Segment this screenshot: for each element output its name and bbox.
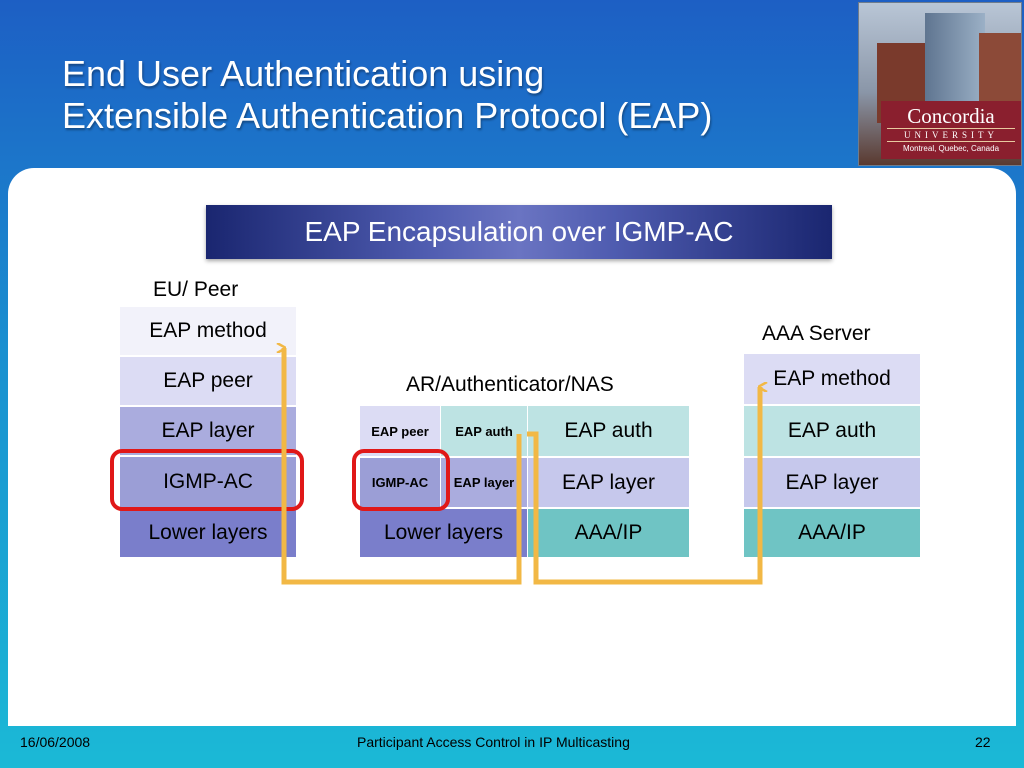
auth-layer-aaa-ip: AAA/IP: [527, 507, 689, 557]
auth-layer-eap-auth-small: EAP auth: [440, 404, 527, 456]
peer-igmp-highlight: [110, 449, 304, 511]
footer-title: Participant Access Control in IP Multica…: [357, 734, 630, 750]
auth-layer-igmp-ac: IGMP-AC: [359, 456, 440, 507]
slide-title-line-1: End User Authentication using: [62, 53, 545, 94]
footer-page-number: 22: [975, 734, 991, 750]
slide-title-line-2: Extensible Authentication Protocol (EAP): [62, 95, 713, 136]
logo-building-glass: [925, 13, 985, 113]
slide-header: End User Authentication using Extensible…: [0, 0, 1024, 170]
server-layer-eap-method: EAP method: [743, 352, 920, 404]
university-logo: Concordia UNIVERSITY Montreal, Quebec, C…: [858, 2, 1022, 166]
logo-banner: Concordia UNIVERSITY Montreal, Quebec, C…: [881, 101, 1021, 159]
auth-igmp-highlight: [352, 449, 450, 511]
server-label: AAA Server: [762, 322, 871, 345]
auth-layer-eap-layer: EAP layer: [527, 456, 689, 507]
logo-wordmark: Concordia: [907, 104, 995, 128]
auth-layer-eap-peer: EAP peer: [359, 404, 440, 456]
peer-layer-eap-method: EAP method: [119, 305, 296, 355]
peer-label: EU/ Peer: [153, 278, 239, 301]
diagram-title: EAP Encapsulation over IGMP-AC: [206, 205, 832, 259]
server-layer-aaa-ip: AAA/IP: [743, 507, 920, 557]
logo-university: UNIVERSITY: [887, 128, 1015, 142]
peer-layer-eap-peer: EAP peer: [119, 355, 296, 405]
footer-date: 16/06/2008: [20, 734, 91, 750]
peer-layer-igmp-ac: IGMP-AC: [119, 455, 296, 507]
auth-layer-eap-auth: EAP auth: [527, 404, 689, 456]
server-layer-eap-layer: EAP layer: [743, 456, 920, 507]
path-authenticator-to-server: [527, 387, 760, 585]
authenticator-label: AR/Authenticator/NAS: [406, 373, 614, 396]
auth-layer-eap-layer-small: EAP layer: [440, 456, 527, 507]
peer-layer-eap-layer: EAP layer: [119, 405, 296, 455]
path-peer-to-authenticator: [284, 348, 522, 585]
logo-place: Montreal, Quebec, Canada: [902, 144, 1000, 153]
server-layer-eap-auth: EAP auth: [743, 404, 920, 456]
